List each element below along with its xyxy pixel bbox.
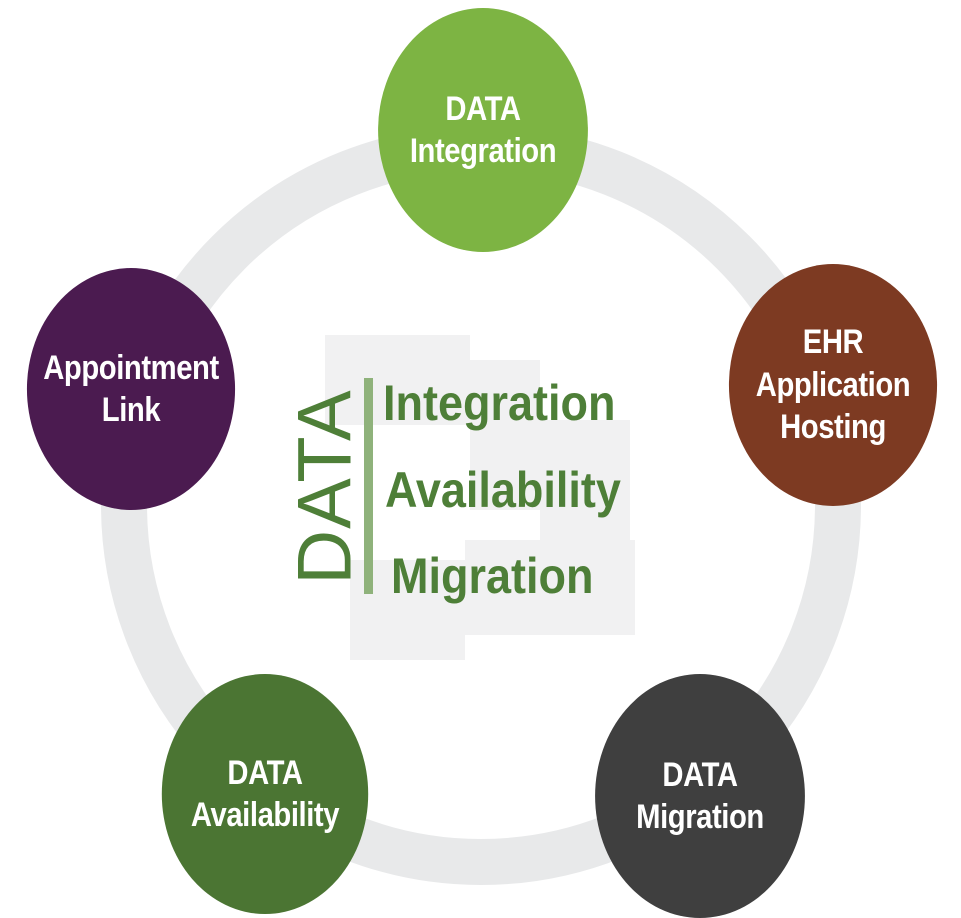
node-appointment-link: Appointment Link	[26, 268, 236, 510]
center-item-migration: Migration	[391, 548, 594, 604]
node-label-line: DATA	[445, 89, 521, 128]
node-ehr-application-hosting: EHR Application Hosting	[728, 264, 938, 506]
node-label-line: Migration	[636, 798, 764, 836]
watermark-logo	[325, 335, 635, 660]
center-vertical-label: DATA	[283, 376, 368, 598]
node-label-line: Integration	[409, 132, 557, 170]
node-label-line: Link	[101, 391, 161, 429]
center-vertical-text: DATA	[283, 389, 369, 585]
node-label-line: Application	[755, 365, 911, 404]
node-data-migration: DATA Migration	[595, 674, 805, 918]
center-item-integration: Integration	[383, 375, 616, 431]
center-divider-bar	[364, 378, 373, 594]
node-label-line: Hosting	[780, 408, 886, 447]
node-label-line: Availability	[190, 796, 340, 834]
center-item-availability: Availability	[385, 462, 621, 518]
node-data-integration: DATA Integration	[378, 8, 588, 252]
node-data-availability: DATA Availability	[161, 674, 369, 914]
node-label-line: DATA	[662, 755, 738, 794]
node-label-line: Appointment	[43, 348, 219, 387]
node-label-line: EHR	[802, 323, 864, 362]
node-label-line: DATA	[227, 753, 303, 792]
